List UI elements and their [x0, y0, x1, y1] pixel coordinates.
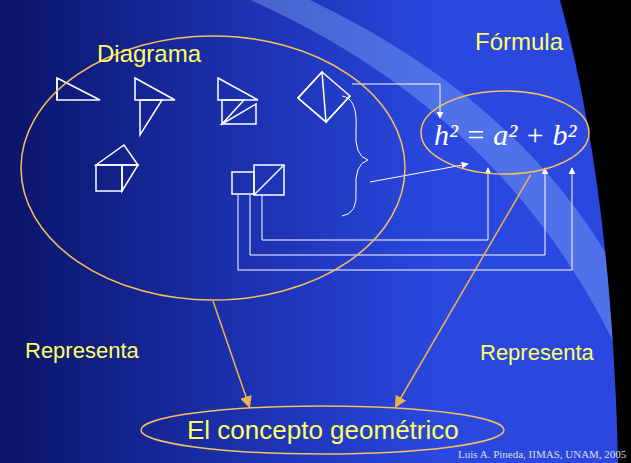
concept-ellipse: El concepto geométrico: [140, 405, 505, 455]
edge-label: Representa: [480, 340, 594, 366]
node-heading: Diagrama: [97, 40, 201, 68]
formula-text: h² = a² + b²: [434, 118, 576, 152]
footer-credit: Luis A. Pineda, IIMAS, UNAM, 2005: [458, 448, 626, 460]
represent-arrow: [213, 301, 250, 407]
swoosh: [250, 0, 631, 380]
edge-label: Representa: [25, 338, 139, 364]
represent-arrow: [396, 175, 531, 407]
node-label: El concepto geométrico: [187, 415, 459, 446]
node-heading: Fórmula: [475, 28, 563, 56]
diagram-ellipse: Diagrama: [20, 35, 406, 301]
dark-edge: [560, 0, 631, 463]
triangle-figures: [57, 72, 350, 195]
formula-ellipse: Fórmula h² = a² + b²: [420, 25, 590, 175]
ellipse-outline: [20, 35, 406, 301]
